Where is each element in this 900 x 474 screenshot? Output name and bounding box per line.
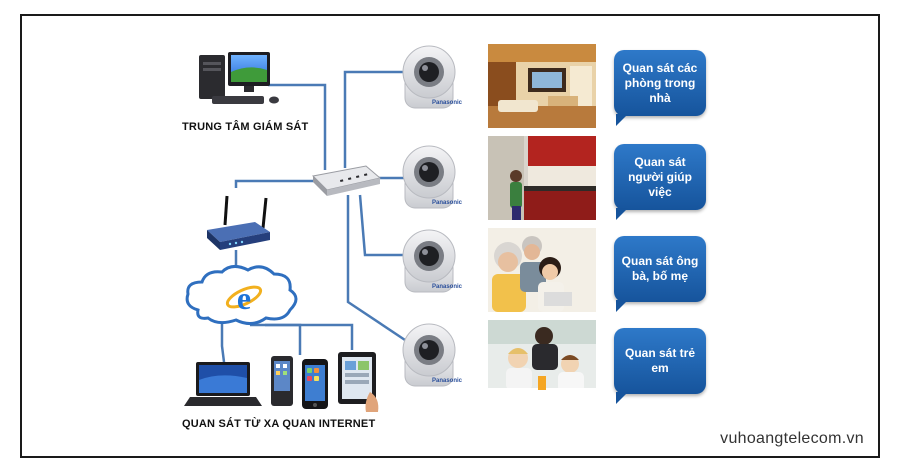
scene-children: [488, 320, 596, 404]
bubble-grandparents: Quan sát ông bà, bố mẹ: [614, 236, 706, 312]
camera-icon: Panasonic: [402, 45, 463, 109]
bubble-rooms-text: Quan sát các phòng trong nhà: [622, 60, 698, 105]
switch-icon: [311, 165, 382, 196]
camera-brand: Panasonic: [432, 284, 463, 290]
camera-brand: Panasonic: [432, 100, 463, 106]
internet-cloud-icon: e: [185, 265, 298, 325]
camera-brand: Panasonic: [432, 200, 463, 206]
monitoring-center-label: TRUNG TÂM GIÁM SÁT: [182, 121, 309, 133]
remote-internet-label: QUAN SÁT TỪ XA QUAN INTERNET: [182, 418, 376, 430]
scene-kitchen: [488, 136, 596, 220]
bubble-housekeeper: Quan sát người giúp việc: [614, 144, 706, 220]
bubble-grandparents-text: Quan sát ông bà, bố mẹ: [621, 254, 699, 283]
router-icon: [207, 195, 270, 250]
bubble-rooms: Quan sát các phòng trong nhà: [614, 50, 706, 126]
computer-icon: [199, 52, 279, 104]
camera-icon: Panasonic: [402, 323, 463, 387]
bubble-children: Quan sát trẻ em: [614, 328, 706, 404]
iphone-icon: [302, 359, 328, 409]
camera-icon: Panasonic: [402, 145, 463, 209]
connection-lines: [220, 70, 410, 363]
camera-brand: Panasonic: [432, 378, 463, 384]
scene-living-room: [488, 44, 596, 128]
internet-explorer-icon: e: [225, 280, 263, 316]
watermark: vuhoangtelecom.vn: [720, 430, 864, 447]
scene-grandparents: [488, 228, 596, 312]
bubble-housekeeper-text: Quan sát người giúp việc: [628, 154, 692, 199]
laptop-icon: [184, 362, 262, 406]
smartphone-icon: [271, 356, 293, 406]
camera-icon: Panasonic: [402, 229, 463, 293]
svg-text:e: e: [237, 280, 251, 316]
tablet-icon: [338, 352, 379, 412]
bubble-children-text: Quan sát trẻ em: [624, 346, 696, 375]
